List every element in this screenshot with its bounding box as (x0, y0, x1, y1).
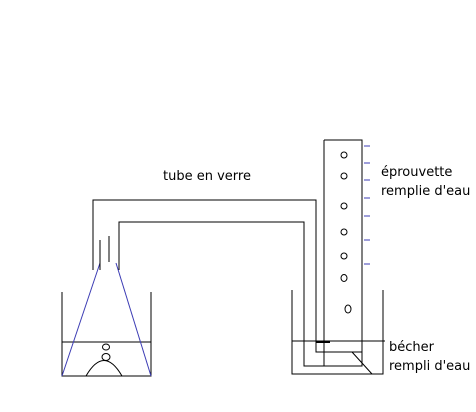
flask-deposit (85, 360, 123, 377)
glass-tube (92, 199, 317, 342)
bubble (101, 353, 111, 361)
becher-label-line2: rempli d'eau (389, 359, 471, 374)
left-beaker (61, 292, 152, 377)
tube-label: tube en verre (163, 169, 251, 184)
flask (61, 262, 152, 377)
bubble (102, 343, 110, 351)
right-beaker (291, 290, 385, 375)
becher-label-line1: bécher (389, 340, 434, 355)
cylinder-bubbles (340, 151, 352, 314)
graduation-marks (364, 145, 370, 265)
eprouvette-label-line1: éprouvette (381, 165, 453, 180)
eprouvette-label-line2: remplie d'eau (381, 184, 471, 199)
graduated-cylinder (303, 139, 363, 367)
